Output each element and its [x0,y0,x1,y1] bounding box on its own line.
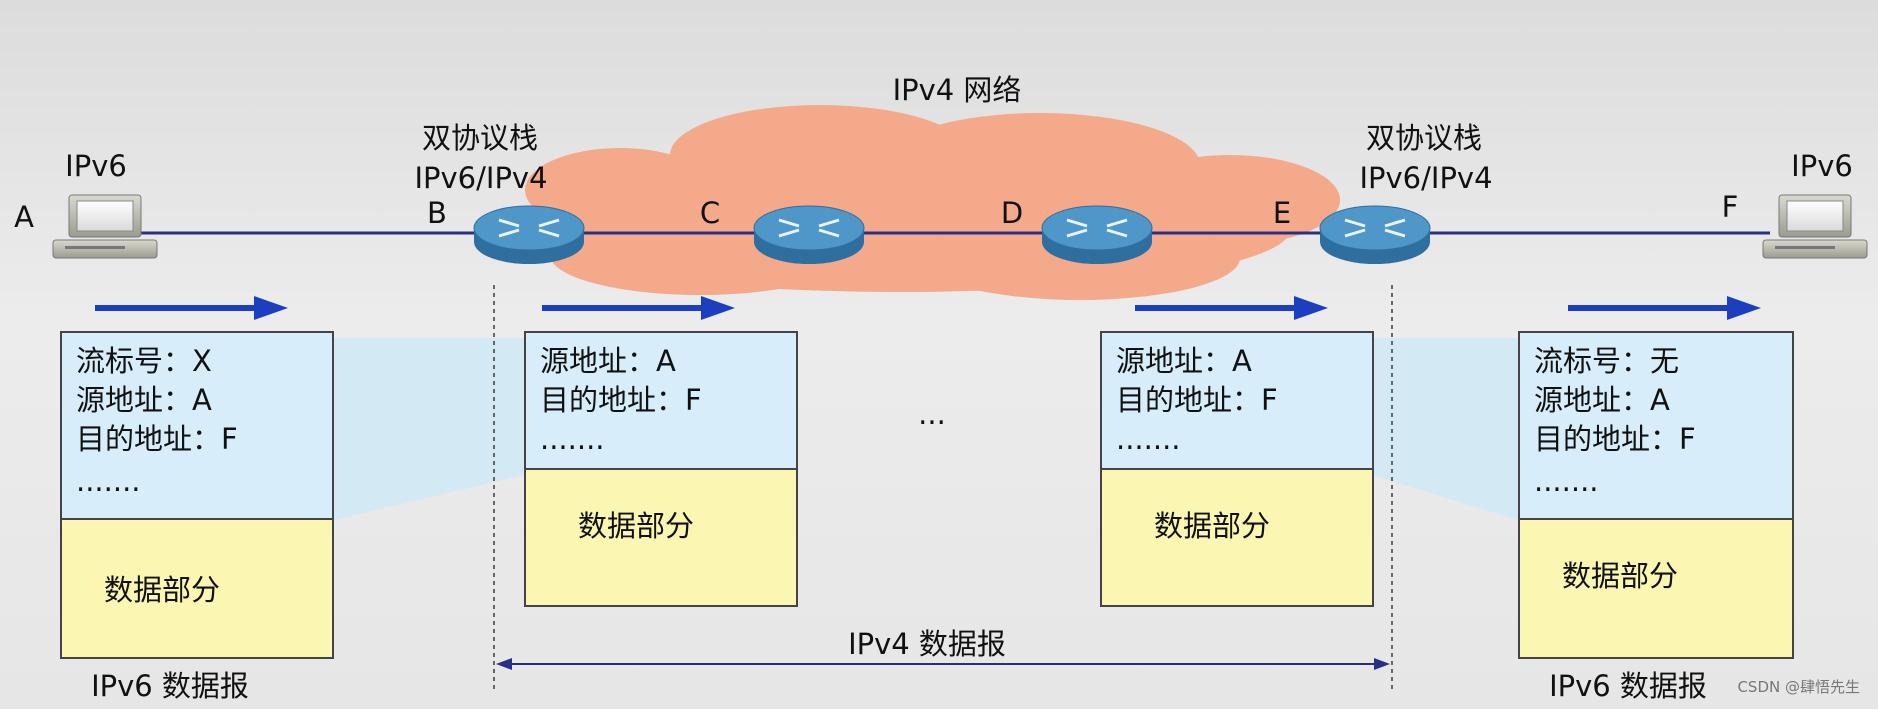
ipv4-datagram-e: 源地址：A 目的地址：F ....... 数据部分 [1100,331,1374,607]
caption-ipv4-middle: IPv4 数据报 [848,627,1006,661]
router-icon [753,205,865,264]
host-right-name: F [1721,190,1739,224]
ipv6-datagram-right: 流标号：无 源地址：A 目的地址：F ....... 数据部分 [1518,331,1794,659]
ipv4-datagram-b: 源地址：A 目的地址：F ....... 数据部分 [524,331,798,607]
direction-arrow [1135,296,1328,320]
header-line: 源地址：A [1116,344,1252,378]
packet-data-label: 数据部分 [104,573,221,607]
host-right-proto: IPv6 [1791,149,1853,183]
header-line: 目的地址：F [1116,383,1278,417]
direction-arrow [542,296,735,320]
node-label-d: D [1000,196,1024,230]
packet-data: 数据部分 [526,468,796,605]
header-projection-left [334,338,524,520]
packet-data-label: 数据部分 [1154,509,1271,543]
ipv6-datagram-left: 流标号：X 源地址：A 目的地址：F ....... 数据部分 [60,331,334,659]
router-icon [1319,205,1431,264]
header-line: 目的地址：F [1534,422,1696,456]
direction-arrow [95,296,288,320]
dual-stack-right-proto: IPv6/IPv4 [1359,161,1493,195]
direction-arrow [1568,296,1761,320]
packet-header: 流标号：X 源地址：A 目的地址：F ....... [62,333,332,522]
header-line: ....... [1534,464,1599,498]
dual-stack-left-title: 双协议栈 [421,121,539,155]
header-line: 流标号：X [76,344,212,378]
packet-header: 源地址：A 目的地址：F ....... [526,333,796,473]
packet-header: 源地址：A 目的地址：F ....... [1102,333,1372,473]
computer-icon [1762,194,1868,259]
network-label: IPv4 网络 [892,73,1022,107]
host-left-proto: IPv6 [65,149,127,183]
node-label-e: E [1272,196,1292,230]
ipv4-span-arrow [496,658,1390,670]
header-line: 源地址：A [540,344,676,378]
header-projection-right [1372,338,1518,520]
ipv4-cloud [510,105,1340,300]
caption-ipv6-right: IPv6 数据报 [1549,669,1707,703]
header-line: ....... [1116,422,1181,456]
watermark: CSDN @肆悟先生 [1737,678,1860,696]
header-line: ....... [76,464,141,498]
packet-data: 数据部分 [1520,518,1792,657]
host-left-name: A [14,200,34,234]
computer-icon [52,194,158,259]
header-line: 流标号：无 [1534,344,1680,378]
header-line: 目的地址：F [76,422,238,456]
header-line: 源地址：A [1534,383,1670,417]
ellipsis: ... [918,397,946,431]
packet-data-label: 数据部分 [1562,559,1679,593]
router-icon [473,205,585,264]
node-label-b: B [427,196,447,230]
packet-data: 数据部分 [1102,468,1372,605]
header-line: 目的地址：F [540,383,702,417]
header-line: 源地址：A [76,383,212,417]
caption-ipv6-left: IPv6 数据报 [91,669,249,703]
packet-data-label: 数据部分 [578,509,695,543]
header-line: ....... [540,422,605,456]
dual-stack-left-proto: IPv6/IPv4 [414,161,548,195]
packet-data: 数据部分 [62,518,332,657]
router-icon [1041,205,1153,264]
node-label-c: C [699,196,721,230]
packet-header: 流标号：无 源地址：A 目的地址：F ....... [1520,333,1792,522]
dual-stack-right-title: 双协议栈 [1365,121,1483,155]
